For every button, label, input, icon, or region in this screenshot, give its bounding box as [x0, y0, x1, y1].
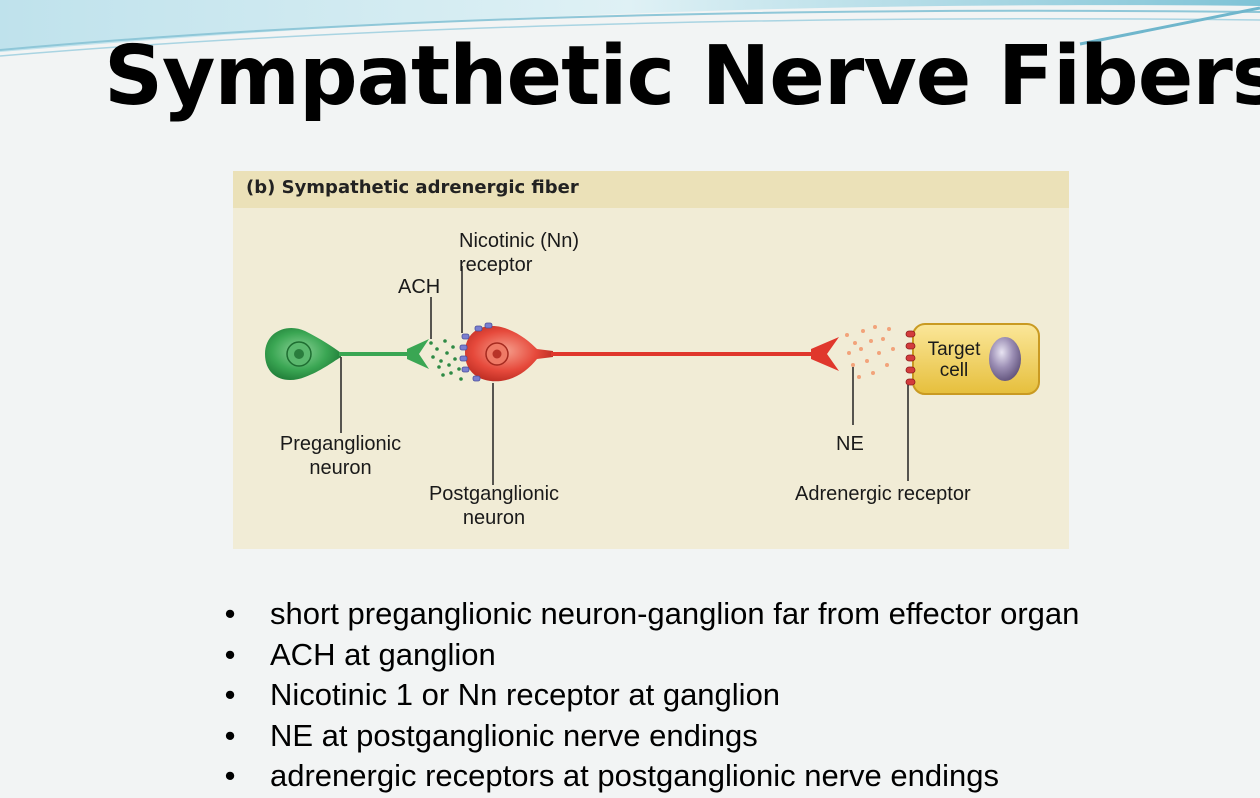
bullet-text: Nicotinic 1 or Nn receptor at ganglion [270, 677, 781, 712]
bullet-text: ACH at ganglion [270, 636, 496, 672]
bullet-item: • Nicotinic 1 or Nn receptor at ganglion [220, 675, 1079, 716]
target-cell-label: Target cell [915, 339, 993, 381]
leader-lines [340, 266, 909, 485]
bullet-item: • ACH at ganglion [220, 635, 1079, 676]
preganglionic-label-line1: Preganglionic [279, 433, 402, 455]
preganglionic-label-line2: neuron [309, 457, 372, 479]
figure-header-bar [233, 171, 1069, 208]
bullet-dot: • [224, 717, 236, 753]
ach-label: ACH [398, 276, 441, 298]
postganglionic-label-line2: neuron [462, 507, 526, 529]
header-swoosh-decoration [0, 0, 1260, 57]
preganglionic-neuron [265, 327, 429, 381]
figure-title: (b) Sympathetic adrenergic fiber [246, 177, 579, 198]
ach-dots [429, 339, 463, 381]
postganglionic-neuron [465, 326, 839, 382]
bullet-item: • NE at postganglionic nerve endings [220, 716, 1079, 757]
bullet-dot: • [224, 677, 236, 712]
bullet-list: • short preganglionic neuron-ganglion far… [220, 594, 1080, 797]
ne-label: NE [836, 433, 864, 455]
neuron-diagram [265, 266, 1040, 485]
postganglionic-label: Postganglionic neuron [409, 482, 579, 530]
bullet-text: adrenergic receptors at postganglionic n… [270, 758, 999, 793]
bullet-item: • short preganglionic neuron-ganglion far… [220, 594, 1080, 635]
slide-title: Sympathetic Nerve Fibers [104, 29, 1260, 124]
adrenergic-receptors [905, 330, 916, 386]
adrenergic-receptor-label: Adrenergic receptor [795, 483, 971, 505]
target-cell-label-line2: cell [939, 360, 969, 381]
postganglionic-label-line1: Postganglionic [428, 483, 560, 505]
bullet-dot: • [224, 758, 236, 793]
ne-dots [845, 325, 895, 379]
sympathetic-fiber-figure: (b) Sympathetic adrenergic fiber [233, 171, 1069, 549]
nicotinic-receptors [459, 322, 493, 382]
target-cell-label-line1: Target [927, 339, 981, 360]
preganglionic-label: Preganglionic neuron [263, 432, 418, 480]
bullet-text: NE at postganglionic nerve endings [270, 717, 758, 753]
bullet-text: short preganglionic neuron-ganglion far … [270, 596, 1080, 631]
bullet-dot: • [224, 636, 236, 672]
bullet-dot: • [224, 596, 236, 631]
bullet-item: • adrenergic receptors at postganglionic … [220, 756, 1079, 797]
receptor-label: receptor [459, 254, 533, 276]
nicotinic-label: Nicotinic (Nn) [459, 230, 580, 252]
